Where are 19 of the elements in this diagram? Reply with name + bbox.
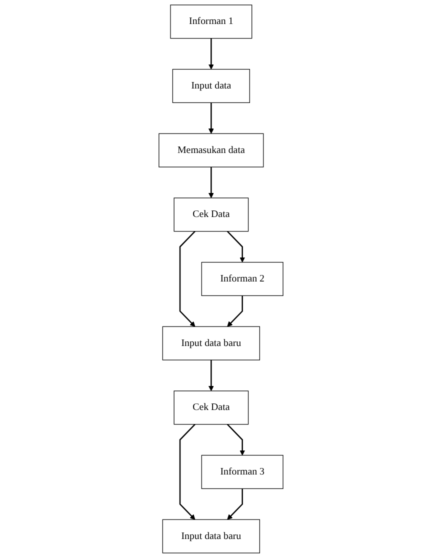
node-box: Informan 1	[170, 4, 252, 39]
node-box: Input data baru	[162, 326, 260, 360]
arrow	[208, 360, 214, 392]
node-box: Cek Data	[174, 390, 249, 425]
arrow	[179, 230, 196, 327]
node-box: Cek Data	[174, 198, 249, 232]
node-box: Input data	[172, 69, 250, 104]
arrow	[208, 167, 214, 198]
arrow	[208, 102, 214, 134]
node-box: Memasukan data	[158, 133, 264, 168]
arrow	[208, 38, 214, 70]
arrow	[227, 296, 243, 327]
node-box: Input data baru	[162, 519, 260, 554]
arrow	[227, 488, 243, 520]
arrow	[226, 424, 246, 456]
node-box: Informan 2	[201, 262, 284, 296]
arrow	[179, 424, 196, 520]
node-box: Informan 3	[201, 454, 284, 489]
arrow	[226, 230, 246, 263]
